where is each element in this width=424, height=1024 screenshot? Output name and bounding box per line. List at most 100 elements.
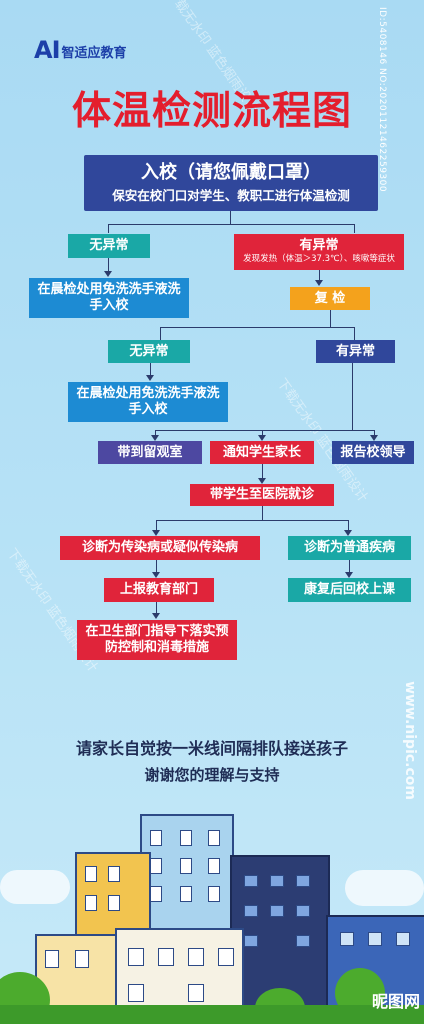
- arrow-icon: [258, 478, 266, 484]
- brand-watermark: 昵图网: [371, 992, 420, 1011]
- connector: [348, 520, 349, 530]
- arrow-icon: [152, 613, 160, 619]
- window: [108, 866, 120, 882]
- window: [180, 886, 192, 902]
- back-school-box: 康复后回校上课: [288, 578, 411, 602]
- connector: [374, 430, 375, 435]
- connector: [352, 363, 353, 430]
- hospital-box: 带学生至医院就诊: [190, 484, 334, 506]
- window: [158, 948, 174, 966]
- wash-box-1: 在晨检处用免洗洗手液洗手入校: [29, 278, 189, 318]
- window: [75, 950, 89, 968]
- report-leader-box: 报告校领导: [332, 441, 414, 464]
- connector: [349, 560, 350, 572]
- arrow-icon: [152, 572, 160, 578]
- abnormal-label-1: 有异常: [299, 238, 339, 253]
- window: [244, 875, 258, 887]
- window: [45, 950, 59, 968]
- infectious-box: 诊断为传染病或疑似传染病: [60, 536, 260, 560]
- window: [218, 948, 234, 966]
- connector: [155, 430, 374, 431]
- window: [396, 932, 410, 946]
- window: [208, 830, 220, 846]
- logo-ai: AI: [34, 36, 60, 64]
- abnormal-box-2: 有异常: [316, 340, 395, 363]
- ground: [0, 1005, 424, 1024]
- window: [188, 984, 204, 1002]
- footer-line2: 谢谢您的理解与支持: [144, 766, 280, 784]
- window: [270, 875, 284, 887]
- connector: [230, 211, 231, 224]
- connector: [155, 430, 156, 435]
- notify-parent-box: 通知学生家长: [210, 441, 314, 464]
- window: [180, 858, 192, 874]
- window: [180, 830, 192, 846]
- common-box: 诊断为普通疾病: [288, 536, 411, 560]
- abnormal-box-1: 有异常 发现发热（体温＞37.3℃）、咳嗽等症状: [234, 234, 404, 270]
- normal-box-1: 无异常: [68, 234, 150, 258]
- connector: [156, 520, 348, 521]
- entry-desc: 保安在校门口对学生、教职工进行体温检测: [112, 187, 350, 203]
- connector: [108, 258, 109, 271]
- window: [128, 984, 144, 1002]
- report-edu-box: 上报教育部门: [104, 578, 214, 602]
- connector: [319, 270, 320, 280]
- window: [108, 895, 120, 911]
- footer-line1: 请家长自觉按一米线间隔排队接送孩子: [75, 739, 348, 758]
- health-dept-box: 在卫生部门指导下落实预防控制和消毒措施: [77, 620, 237, 660]
- window: [85, 866, 97, 882]
- recheck-box: 复 检: [290, 287, 370, 310]
- observe-box: 带到留观室: [98, 441, 202, 464]
- window: [368, 932, 382, 946]
- window: [150, 858, 162, 874]
- site-watermark: www.nipic.com: [402, 681, 418, 800]
- window: [244, 905, 258, 917]
- window: [188, 948, 204, 966]
- window: [150, 830, 162, 846]
- window: [340, 932, 354, 946]
- wash-box-2: 在晨检处用免洗洗手液洗手入校: [68, 382, 228, 422]
- window: [270, 905, 284, 917]
- window: [128, 948, 144, 966]
- connector: [330, 310, 331, 327]
- connector: [262, 506, 263, 520]
- arrow-icon: [151, 435, 159, 441]
- window: [244, 935, 258, 947]
- connector: [156, 560, 157, 572]
- window: [208, 886, 220, 902]
- connector: [160, 327, 161, 340]
- window: [150, 886, 162, 902]
- connector: [156, 602, 157, 613]
- arrow-icon: [152, 530, 160, 536]
- cloud: [0, 870, 70, 904]
- entry-box: 入校（请您佩戴口罩） 保安在校门口对学生、教职工进行体温检测: [84, 155, 378, 211]
- page-title: 体温检测流程图: [71, 89, 352, 134]
- arrow-icon: [104, 271, 112, 277]
- window: [85, 895, 97, 911]
- arrow-icon: [370, 435, 378, 441]
- normal-box-2: 无异常: [108, 340, 190, 363]
- window: [296, 905, 310, 917]
- connector: [354, 327, 355, 340]
- connector: [160, 327, 354, 328]
- logo-name: 智适应教育: [61, 46, 127, 61]
- connector: [156, 520, 157, 530]
- connector: [108, 224, 109, 233]
- cloud: [345, 870, 424, 906]
- logo: AI 智适应教育: [34, 38, 127, 62]
- connector: [262, 430, 263, 435]
- window: [296, 935, 310, 947]
- window: [208, 858, 220, 874]
- connector: [262, 464, 263, 478]
- connector: [150, 363, 151, 375]
- arrow-icon: [146, 375, 154, 381]
- entry-title: 入校（请您佩戴口罩）: [141, 161, 321, 183]
- arrow-icon: [344, 530, 352, 536]
- connector: [108, 224, 354, 225]
- arrow-icon: [258, 435, 266, 441]
- window: [296, 875, 310, 887]
- arrow-icon: [315, 280, 323, 286]
- abnormal-desc-1: 发现发热（体温＞37.3℃）、咳嗽等症状: [243, 254, 395, 264]
- arrow-icon: [345, 572, 353, 578]
